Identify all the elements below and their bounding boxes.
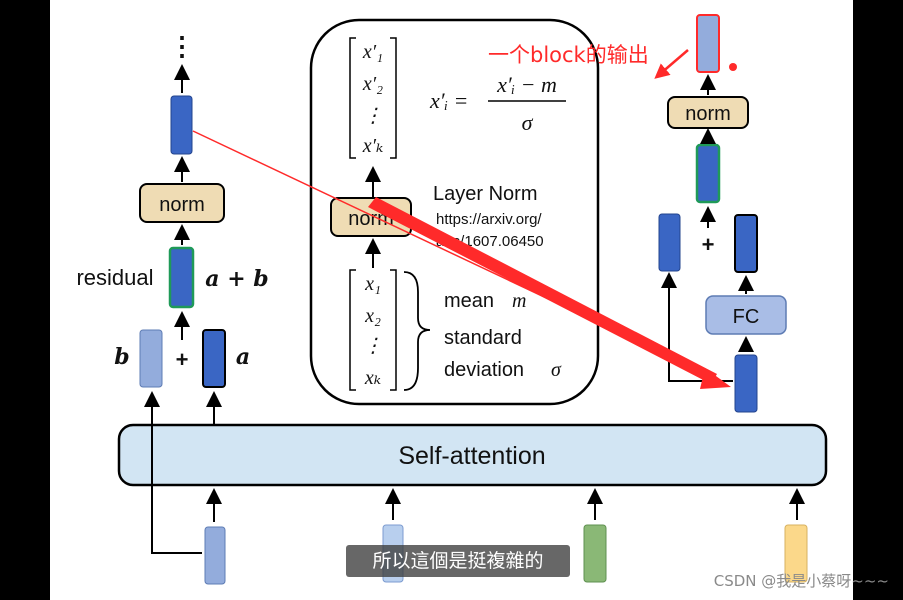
std-label-line2: deviation (444, 359, 524, 381)
std-label-line1: standard (444, 327, 522, 349)
input-vector-4 (784, 524, 808, 583)
subtitle-background (346, 545, 570, 577)
vector-b (139, 329, 163, 388)
formula-numerator: x′ᵢ − m (496, 72, 557, 97)
residual-vector (168, 246, 195, 309)
dots-left: ⋮ (169, 31, 195, 61)
formula-lhs: x′ᵢ = (429, 88, 468, 113)
fc-residual-vector (658, 213, 681, 272)
right-black-border (853, 0, 903, 600)
input-vector-3 (583, 524, 607, 583)
fc-residual-sum-vector (695, 143, 721, 204)
mean-symbol: m (512, 290, 526, 312)
vec-out-dots: ⋮ (363, 105, 383, 127)
fc-box (705, 295, 787, 335)
a-plus-b-label: a + b (205, 266, 268, 292)
layer-norm-panel (309, 18, 600, 406)
block-output-vector (696, 14, 720, 73)
plus-left: + (176, 347, 189, 372)
residual-label: residual (76, 265, 153, 290)
label-a: a (236, 344, 250, 370)
std-symbol: σ (551, 359, 562, 381)
input-vector-1 (204, 526, 226, 585)
vec-in-1: x₁ (364, 273, 381, 295)
annotation-arrow (654, 49, 689, 79)
video-subtitle: 所以這個是挺複雜的 (372, 550, 544, 572)
fc-label: FC (733, 306, 760, 328)
mean-label: mean (444, 290, 494, 312)
vec-out-2: x′₂ (362, 73, 383, 95)
norm-box-left (139, 183, 225, 223)
vec-in-k: xₖ (364, 367, 381, 389)
vec-in-dots: ⋮ (363, 335, 383, 357)
vec-out-k: x′ₖ (362, 135, 384, 157)
fc-output-vector (734, 214, 758, 273)
attention-output-vector (734, 354, 758, 413)
curly-brace (403, 271, 431, 391)
annotation-text: 一个block的输出 (488, 43, 649, 67)
self-attention-block (117, 423, 828, 487)
vector-a (202, 329, 226, 388)
annotation-thick-arrow-head (700, 368, 731, 389)
annotation-thick-arrow-shaft (368, 197, 717, 384)
norm-box-right (667, 96, 749, 129)
layer-norm-url-line1: https://arxiv.org/ (436, 211, 542, 228)
cursor-dot (729, 63, 737, 71)
vec-out-1: x′₁ (362, 41, 383, 63)
plus-right: + (702, 232, 715, 257)
vec-in-2: x₂ (364, 305, 381, 327)
left-black-border (0, 0, 50, 600)
norm-label-right: norm (685, 103, 731, 125)
output-vector-left (170, 95, 193, 155)
watermark: CSDN @我是小蔡呀~~~ (713, 572, 889, 590)
formula-denominator: σ (522, 110, 534, 135)
layer-norm-title: Layer Norm (433, 183, 537, 205)
self-attention-label: Self-attention (398, 442, 545, 470)
label-b: b (114, 344, 129, 370)
norm-label-left: norm (159, 194, 205, 216)
